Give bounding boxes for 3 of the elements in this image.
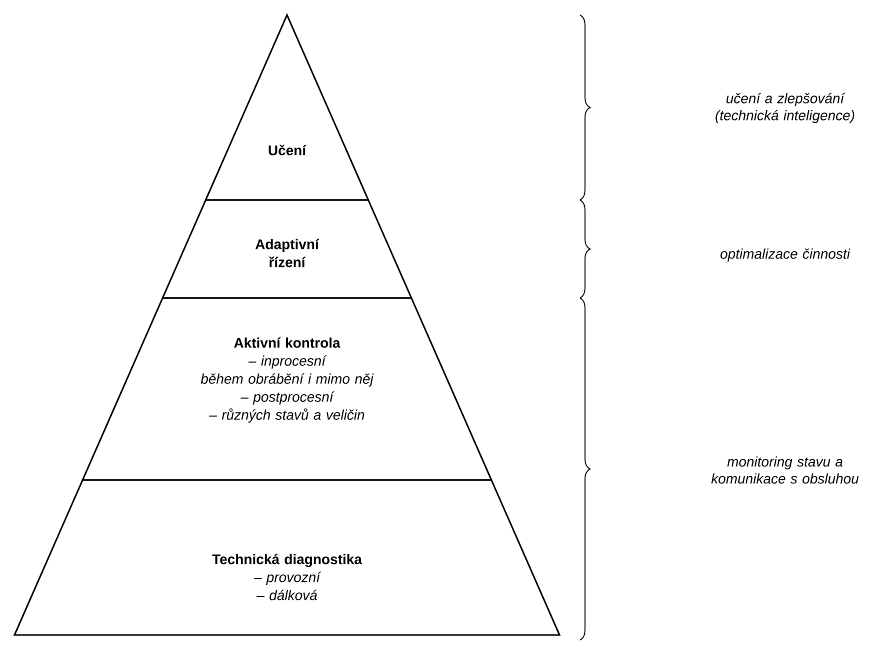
brace-label: monitoring stavu a komunikace s obsluhou	[711, 456, 859, 484]
brace-label: učení a zlepšování (technická inteligence)	[716, 92, 854, 124]
brace-label: optimalizace činnosti	[720, 248, 850, 262]
